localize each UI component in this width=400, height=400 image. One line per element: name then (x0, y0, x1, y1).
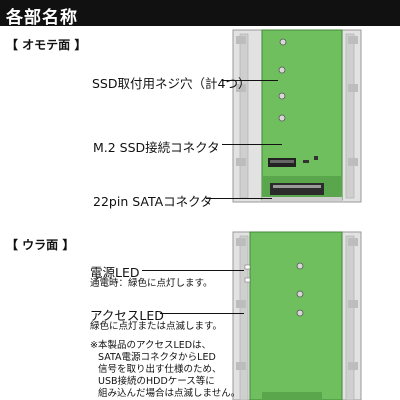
note-line-3: 信号を取り出す仕様のため、 (98, 364, 222, 375)
note-line-5: 組み込んだ場合は点滅しません。 (98, 388, 241, 399)
m2-connector-label: M.2 SSD接続コネクタ (93, 140, 220, 155)
sata-connector-label: 22pin SATAコネクタ (93, 194, 213, 209)
note-line-2: SATA電源コネクタからLED (98, 352, 216, 363)
header-bar: 各部名称 (0, 0, 400, 28)
sata-connector-leader-line (206, 198, 272, 199)
screw-holes-leader-line (222, 80, 278, 81)
note-line-1: ※本製品のアクセスLEDは、 (90, 340, 212, 351)
screw-holes-label: SSD取付用ネジ穴（計4つ） (92, 76, 251, 91)
access-led-description: 緑色に点灯または点滅します。 (90, 321, 223, 332)
note-line-4: USB接続のHDDケース等に (98, 376, 215, 387)
power-led-description: 通電時：緑色に点灯します。 (90, 278, 213, 289)
m2-connector-leader-line (222, 144, 282, 145)
page-title: 各部名称 (6, 8, 78, 28)
power-led-title: 電源LED (90, 265, 140, 280)
power-led-leader-line (142, 270, 244, 271)
back-section-title: 【 ウラ面 】 (6, 238, 75, 252)
access-led-leader-line (160, 313, 244, 314)
access-led-title: アクセスLED (90, 308, 164, 323)
front-section-title: 【 オモテ面 】 (6, 38, 87, 52)
